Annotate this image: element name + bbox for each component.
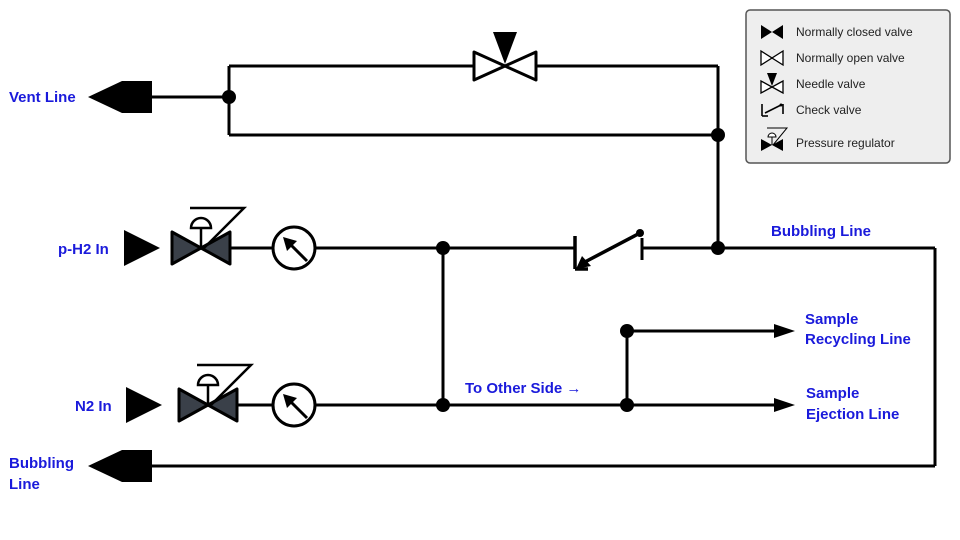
pressure-gauge-icon — [271, 382, 317, 428]
legend-item-label: Check valve — [796, 103, 862, 117]
n2-inlet-arrow — [126, 387, 162, 423]
junction-dot — [620, 324, 634, 338]
bubbling-line-bottom-label: Bubbling — [9, 455, 74, 472]
legend-item-label: Normally open valve — [796, 51, 905, 65]
n2-in-label: N2 In — [75, 398, 112, 415]
pressure-gauge-icon — [271, 225, 317, 271]
needle-valve-icon — [760, 73, 784, 95]
sample-ejection-arrow — [774, 398, 795, 412]
junction-dot — [222, 90, 236, 104]
bubbling-line-top-label: Bubbling Line — [771, 223, 871, 240]
pressure-regulator-icon[interactable] — [177, 363, 255, 423]
vent-line-label: Vent Line — [9, 89, 76, 106]
normally-closed-valve-icon — [761, 25, 783, 39]
legend-item-label: Needle valve — [796, 77, 866, 91]
check-valve-icon — [761, 103, 784, 117]
legend: Normally closed valve Normally open valv… — [745, 9, 951, 164]
pressure-regulator-icon — [761, 127, 789, 151]
bubbling-line-bottom-label-line2: Line — [9, 476, 40, 493]
legend-item-label: Normally closed valve — [796, 25, 913, 39]
junction-dot — [436, 241, 450, 255]
sample-ejection-label: Sample — [806, 385, 859, 402]
junction-dots — [222, 90, 725, 412]
bubbling-line-outlet-arrow — [88, 450, 152, 482]
ph2-inlet-arrow — [124, 230, 160, 266]
pressure-regulator-icon[interactable] — [170, 206, 248, 266]
junction-dot — [711, 128, 725, 142]
sample-recycling-arrow — [774, 324, 795, 338]
legend-item-label: Pressure regulator — [796, 136, 895, 150]
check-valve-icon[interactable] — [573, 229, 644, 271]
normally-open-valve-icon — [760, 49, 784, 67]
sample-recycling-label-line2: Recycling Line — [805, 331, 911, 348]
ph2-in-label: p-H2 In — [58, 241, 109, 258]
junction-dot — [711, 241, 725, 255]
legend-box — [745, 9, 951, 164]
junction-dot — [436, 398, 450, 412]
junction-dot — [620, 398, 634, 412]
to-other-side-label: To Other Side → — [465, 380, 581, 397]
needle-valve-icon[interactable] — [472, 32, 538, 82]
vent-line-outlet-arrow — [88, 81, 152, 113]
pipes — [152, 64, 937, 468]
sample-ejection-label-line2: Ejection Line — [806, 406, 899, 423]
sample-recycling-label: Sample — [805, 311, 858, 328]
